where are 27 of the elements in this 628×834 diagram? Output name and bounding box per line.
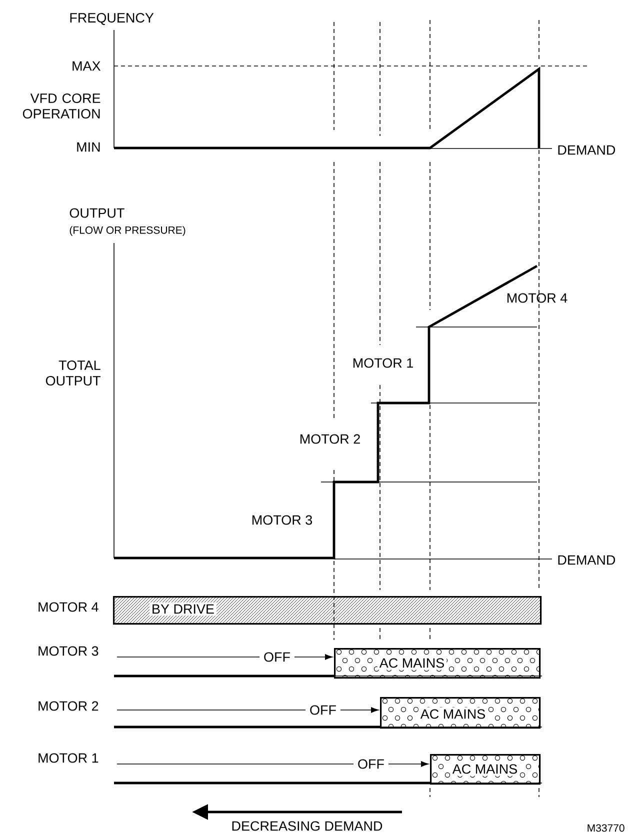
curve-label: MOTOR 2 [300,434,360,444]
edge-label: OFF [260,648,294,666]
tick-label: MAX [72,61,101,71]
edge-label: OFF [354,755,388,773]
curve-label: MOTOR 1 [353,358,413,368]
arrow [116,761,429,767]
tick-label: MIN [77,142,100,152]
axis-label: OUTPUT [70,208,124,218]
drive-bar: BY DRIVE [113,596,542,625]
ac-mains-box: AC MAINS [380,697,541,729]
ac-mains-box: AC MAINS [430,754,541,785]
axis-label: DEMAND [558,555,616,565]
row-label: MOTOR 3 [38,646,98,656]
curve-label: MOTOR 4 [507,293,568,303]
axis-label: FREQUENCY [70,13,154,25]
axis-label: DEMAND [558,145,616,155]
row-label: MOTOR 4 [38,602,98,612]
axis-label: VFD CORE OPERATION [22,93,100,119]
axis-label: TOTAL OUTPUT [46,360,100,386]
figure-number: M33770 [588,824,624,832]
axis-label: (FLOW OR PRESSURE) [70,226,186,236]
row-label: MOTOR 1 [38,753,98,763]
direction-label: DECREASING DEMAND [232,821,382,831]
row-label: MOTOR 2 [38,701,98,711]
curve-label: MOTOR 3 [252,515,312,525]
ac-mains-box: AC MAINS [334,648,541,679]
edge-label: OFF [306,701,340,719]
